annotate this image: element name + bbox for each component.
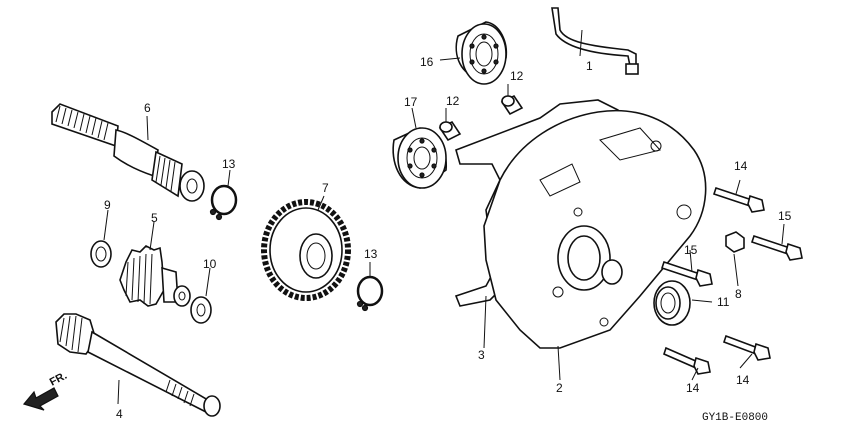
callout-16: 16: [420, 55, 434, 69]
washer-part-10: [190, 296, 212, 324]
bolt-part-14-top: [712, 186, 765, 213]
bearing-part-17: [392, 127, 447, 189]
callout-17: 17: [404, 95, 418, 109]
drive-shaft-part-4: [55, 313, 221, 417]
bolt-part-8: [725, 231, 745, 253]
callout-12-lower: 12: [446, 94, 460, 108]
bolt-part-15-right: [750, 234, 803, 261]
callout-labels: 1 2 3 4 5 6 7 8 9 10 11 12 12 13 13 14 1…: [104, 55, 792, 421]
callout-15-mid: 15: [684, 243, 698, 257]
callout-7: 7: [322, 181, 329, 195]
breather-tube-part-1: [551, 7, 639, 75]
callout-4: 4: [116, 407, 123, 421]
transmission-cover-part-2: [483, 109, 707, 349]
front-arrow-label: FR.: [48, 370, 69, 389]
callout-14-right: 14: [736, 373, 750, 387]
gear-part-7: [261, 199, 351, 301]
callout-15-right: 15: [778, 209, 792, 223]
callout-12-upper: 12: [510, 69, 524, 83]
leader-lines: [103, 29, 785, 405]
final-shaft-part-6: [51, 103, 205, 202]
counter-gear-part-5: [119, 245, 191, 307]
bolt-part-14-bottom: [663, 346, 711, 375]
callout-9: 9: [104, 198, 111, 212]
bolt-part-14-right: [722, 334, 771, 361]
circlip-part-13-lower: [356, 275, 384, 312]
diagram-code: GY1B-E0800: [702, 412, 768, 424]
bearing-part-16: [455, 21, 508, 85]
callout-13-lower: 13: [364, 247, 378, 261]
callout-3: 3: [478, 348, 485, 362]
callout-6: 6: [144, 101, 151, 115]
washer-part-9: [90, 240, 112, 268]
circlip-part-13-upper: [209, 184, 238, 221]
callout-8: 8: [735, 287, 742, 301]
callout-14-bottom: 14: [686, 381, 700, 395]
oil-seal-part-11: [653, 280, 691, 326]
callout-10: 10: [203, 257, 217, 271]
callout-2: 2: [556, 381, 563, 395]
front-direction-arrow: FR.: [22, 370, 69, 411]
callout-13-upper: 13: [222, 157, 236, 171]
bolt-part-15-mid: [660, 260, 713, 287]
dowel-pin-part-12-upper: [500, 94, 524, 116]
callout-1: 1: [586, 59, 593, 73]
dowel-pin-part-12-lower: [438, 120, 462, 142]
callout-14-top: 14: [734, 159, 748, 173]
callout-11: 11: [717, 295, 730, 309]
callout-5: 5: [151, 211, 158, 225]
